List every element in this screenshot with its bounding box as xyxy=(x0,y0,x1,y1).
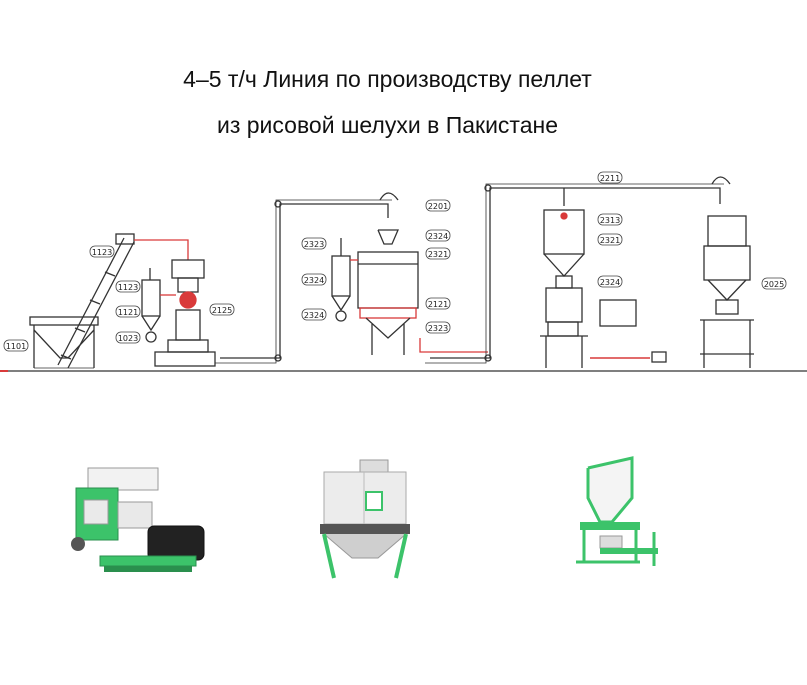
label-2321-b: 2321 xyxy=(600,236,620,245)
inclined-elevator xyxy=(57,233,135,369)
counterflow-cooler-icon xyxy=(320,459,410,579)
label-2324-a: 2324 xyxy=(304,276,324,285)
label-2324-d: 2324 xyxy=(600,278,620,287)
bucket-elevator-2 xyxy=(425,176,731,364)
title-line-2: из рисовой шелухи в Пакистане xyxy=(216,112,558,138)
label-2323-a: 2323 xyxy=(304,240,324,249)
label-2201: 2201 xyxy=(428,202,448,211)
label-2025: 2025 xyxy=(764,280,784,289)
machine-photos xyxy=(71,456,658,579)
packing-scale-icon xyxy=(576,456,658,566)
label-1101: 1101 xyxy=(6,342,26,351)
label-2121: 2121 xyxy=(428,300,448,309)
label-1123-a: 1123 xyxy=(92,248,112,257)
label-2313: 2313 xyxy=(600,216,620,225)
label-2211: 2211 xyxy=(600,174,620,183)
storage-silo xyxy=(700,215,754,368)
label-1121: 1121 xyxy=(118,308,138,317)
label-2324-b: 2324 xyxy=(304,311,324,320)
label-2321-a: 2321 xyxy=(428,250,448,259)
pellet-mill-assembly-1 xyxy=(141,259,216,367)
label-2125: 2125 xyxy=(212,306,232,315)
title-line-1: 4–5 т/ч Линия по производству пеллет xyxy=(183,66,592,92)
label-2324-c: 2324 xyxy=(428,232,448,241)
packing-silo xyxy=(540,209,667,368)
label-2323-b: 2323 xyxy=(428,324,448,333)
pellet-mill-icon xyxy=(71,467,205,572)
label-1023: 1023 xyxy=(118,334,138,343)
bucket-elevator-1 xyxy=(215,192,399,364)
label-1123-b: 1123 xyxy=(118,283,138,292)
process-line-diagram: 1101 1123 1123 1121 1023 2125 2323 2324 … xyxy=(0,171,807,372)
receiving-hopper xyxy=(29,316,99,369)
cooler-assembly xyxy=(331,229,419,355)
